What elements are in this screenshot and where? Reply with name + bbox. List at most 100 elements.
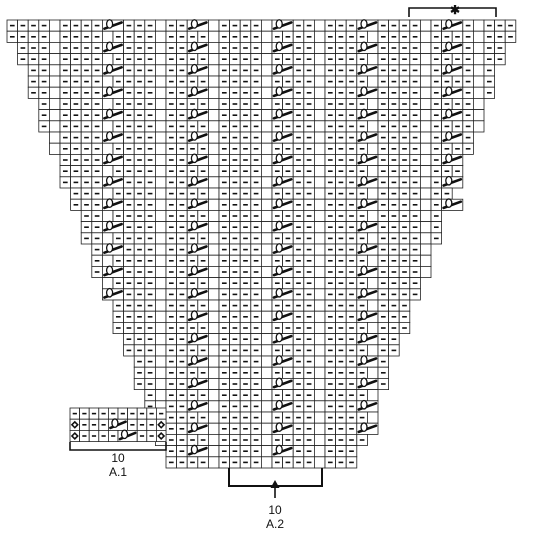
- stitch-cell: [345, 321, 358, 334]
- stitch-cell: [271, 277, 284, 290]
- stitch-cell: [176, 344, 188, 357]
- stitch-cell: [239, 389, 252, 402]
- stitch-cell: [430, 53, 443, 66]
- stitch-cell: [123, 187, 135, 200]
- stitch-cell: [144, 243, 156, 256]
- stitch-cell: [176, 321, 188, 334]
- stitch-cell: [144, 75, 156, 88]
- stitch-cell: [303, 333, 315, 346]
- stitch-cell: [292, 131, 305, 144]
- stitch-cell: [176, 176, 188, 189]
- cable-cross-symbol: [271, 19, 294, 32]
- stitch-cell: [218, 433, 231, 446]
- stitch-cell: [207, 42, 220, 55]
- stitch-cell: [260, 288, 273, 301]
- stitch-cell: [335, 377, 347, 390]
- stitch-cell: [409, 187, 421, 200]
- stitch-cell: [165, 377, 178, 390]
- stitch-cell: [356, 98, 368, 111]
- stitch-cell: [197, 389, 209, 402]
- stitch-cell: [186, 411, 199, 424]
- stitch-cell: [282, 321, 294, 334]
- stitch-cell: [388, 243, 400, 256]
- stitch-cell: [303, 131, 315, 144]
- stitch-cell: [282, 75, 294, 88]
- stitch-cell: [430, 120, 443, 133]
- stitch-cell: [112, 120, 125, 133]
- chart-a1-repeat-count: 10: [111, 451, 125, 465]
- stitch-cell: [324, 333, 337, 346]
- stitch-cell: [197, 254, 209, 267]
- stitch-cell: [303, 209, 315, 222]
- stitch-cell: [366, 75, 379, 88]
- stitch-cell: [176, 389, 188, 402]
- stitch-cell: [91, 254, 103, 267]
- stitch-cell: [112, 53, 125, 66]
- stitch-cell: [451, 142, 464, 155]
- stitch-cell: [282, 389, 294, 402]
- stitch-cell: [441, 142, 453, 155]
- stitch-cell: [345, 98, 358, 111]
- cable-cross-symbol: [441, 131, 464, 144]
- stitch-cell: [324, 142, 337, 155]
- stitch-cell: [102, 209, 114, 222]
- cable-cross-symbol: [441, 108, 464, 122]
- stitch-cell: [207, 333, 220, 346]
- stitch-cell: [176, 299, 188, 312]
- stitch-cell: [70, 75, 82, 88]
- stitch-cell: [324, 53, 337, 66]
- stitch-cell: [324, 165, 337, 178]
- stitch-cell: [80, 198, 93, 211]
- stitch-cell: [324, 19, 337, 32]
- stitch-cell: [102, 75, 114, 88]
- stitch-cell: [260, 411, 273, 424]
- stitch-cell: [271, 411, 284, 424]
- stitch-cell: [335, 142, 347, 155]
- stitch-cell: [38, 19, 50, 32]
- stitch-cell: [303, 120, 315, 133]
- cable-cross-symbol: [271, 355, 294, 368]
- stitch-cell: [239, 109, 252, 122]
- stitch-cell: [345, 42, 358, 55]
- stitch-cell: [324, 176, 337, 189]
- stitch-cell: [136, 429, 148, 442]
- stitch-cell: [313, 277, 326, 290]
- stitch-cell: [218, 75, 231, 88]
- cable-cross-symbol: [356, 86, 379, 99]
- cable-cross-symbol: [102, 153, 125, 166]
- stitch-cell: [313, 176, 326, 189]
- stitch-cell: [260, 277, 273, 290]
- stitch-cell: [409, 142, 421, 155]
- stitch-cell: [377, 86, 390, 99]
- stitch-cell: [6, 30, 19, 43]
- stitch-cell: [388, 187, 400, 200]
- stitch-cell: [91, 232, 103, 245]
- stitch-cell: [59, 98, 72, 111]
- stitch-cell: [260, 64, 273, 77]
- stitch-cell: [377, 153, 390, 166]
- stitch-cell: [377, 98, 390, 111]
- stitch-cell: [430, 19, 443, 32]
- stitch-cell: [80, 131, 93, 144]
- stitch-cell: [239, 277, 252, 290]
- stitch-cell: [388, 288, 400, 301]
- stitch-cell: [229, 198, 241, 211]
- stitch-cell: [335, 153, 347, 166]
- stitch-cell: [271, 30, 284, 43]
- stitch-cell: [419, 221, 432, 234]
- stitch-cell: [345, 142, 358, 155]
- stitch-cell: [335, 243, 347, 256]
- stitch-cell: [324, 187, 337, 200]
- stitch-cell: [356, 75, 368, 88]
- stitch-cell: [388, 19, 400, 32]
- stitch-cell: [229, 389, 241, 402]
- stitch-cell: [218, 42, 231, 55]
- stitch-cell: [472, 64, 485, 77]
- stitch-cell: [441, 75, 453, 88]
- stitch-cell: [324, 310, 337, 323]
- stitch-cell: [409, 64, 421, 77]
- stitch-cell: [377, 42, 390, 55]
- cable-cross-symbol: [186, 198, 209, 211]
- cable-cross-symbol: [356, 332, 379, 346]
